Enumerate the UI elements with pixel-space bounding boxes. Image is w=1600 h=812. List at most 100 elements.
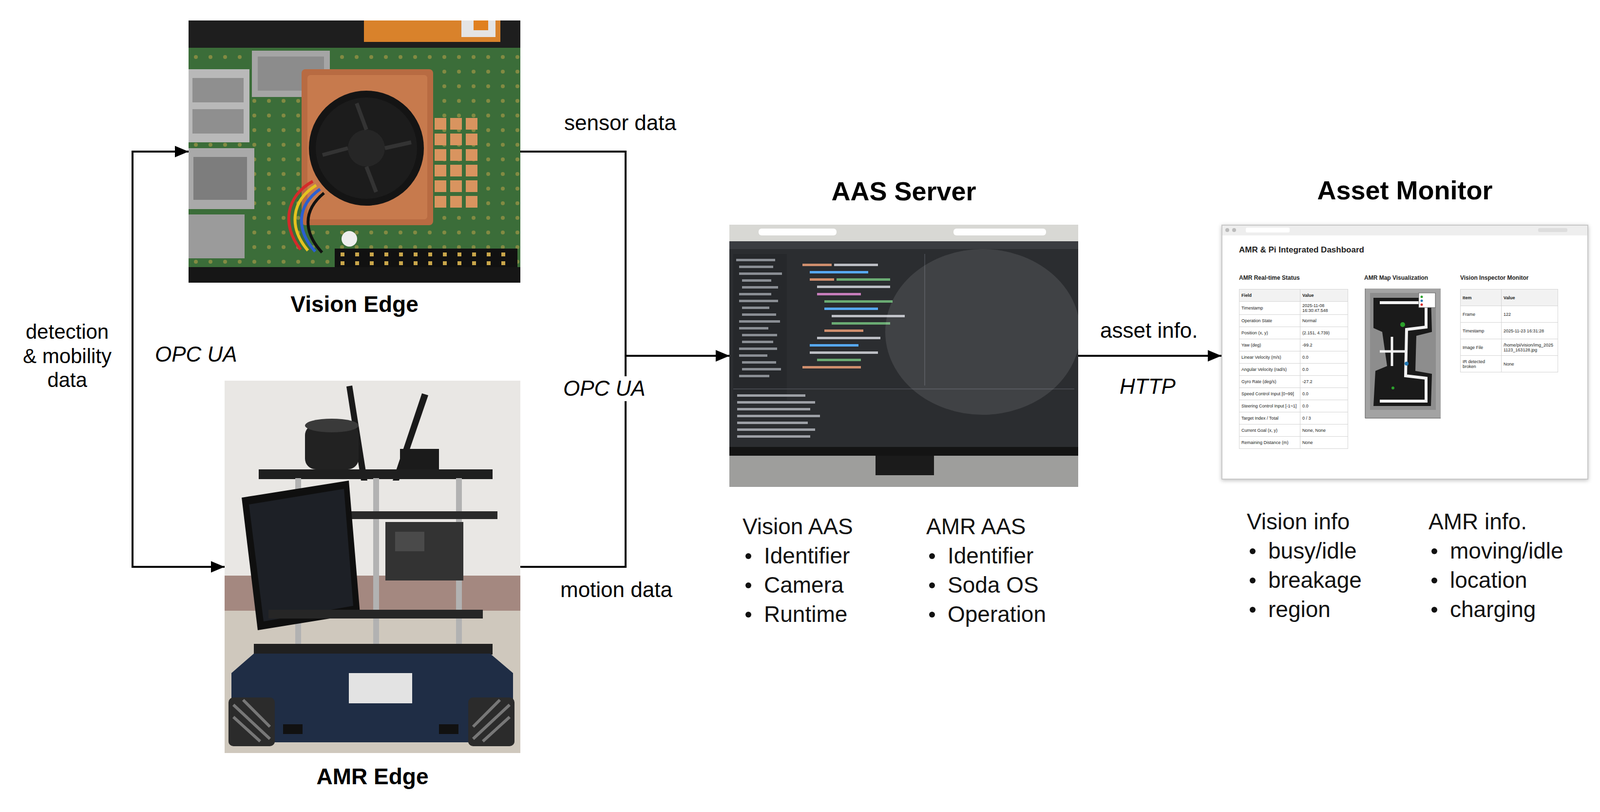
- cell-text: Timestamp: [1462, 328, 1485, 334]
- table-row: Remaining Distance (m) None: [1239, 436, 1349, 449]
- table-row: Current Goal (x, y)None, None: [1239, 424, 1349, 437]
- bullet-dot: [1431, 548, 1438, 554]
- table-cell: Frame: [1460, 305, 1502, 323]
- data-table: Item ValueFrame122Timestamp 2025-11-23 16:…: [1460, 288, 1559, 373]
- table-cell: Timestamp: [1460, 322, 1502, 340]
- cell-text: Value: [1302, 292, 1315, 298]
- table-cell: Value: [1501, 289, 1559, 306]
- list-text: Identifier: [763, 540, 854, 571]
- table-cell: Field: [1239, 289, 1301, 302]
- table-cell: 2025-11-23 16:31:28: [1501, 322, 1559, 340]
- table-cell: None, None: [1300, 424, 1349, 437]
- cell-text: Operation State: [1241, 318, 1273, 324]
- list-text: breakage: [1268, 565, 1362, 595]
- ide-screenshot-photo: [729, 224, 1079, 487]
- list-heading: Vision info: [1246, 506, 1362, 536]
- list-text: Soda OS: [947, 570, 1047, 600]
- table-row: Operation State Normal: [1239, 314, 1349, 327]
- bullet-dot: [1431, 606, 1438, 613]
- edge-label: asset info.: [1100, 317, 1199, 343]
- table-cell: 0.0: [1300, 400, 1349, 413]
- cell-text: Remaining Distance (m): [1241, 439, 1289, 445]
- table-cell: Target Index / Total: [1239, 412, 1301, 425]
- edge-label: sensor data: [564, 110, 677, 136]
- table-cell: Current Goal (x, y): [1239, 424, 1301, 437]
- bullet-dot: [929, 552, 935, 559]
- table-row: Field Value: [1239, 289, 1349, 302]
- list-item: busy/idle: [1246, 535, 1362, 566]
- table-cell: None: [1300, 436, 1349, 449]
- table-row: IR detected brokenNone: [1460, 355, 1559, 373]
- cell-text: None, None: [1302, 427, 1326, 433]
- list-text: Camera: [763, 570, 854, 600]
- server-box: AAS Server: [729, 224, 1079, 487]
- bullet-list: Vision infobusy/idlebreakageregion: [1246, 506, 1362, 624]
- list-text: Runtime: [763, 599, 854, 629]
- table-cell: Yaw (deg): [1239, 339, 1301, 352]
- cell-text: None: [1503, 361, 1515, 367]
- list-item: charging: [1428, 594, 1564, 624]
- dashboard-box: Asset MonitorAMR & Pi Integrated Dashboa…: [1221, 224, 1589, 480]
- protocol-label: OPC UA: [154, 342, 238, 367]
- table-row: Yaw (deg)-99.2: [1239, 339, 1349, 352]
- map-visualization: [1365, 288, 1441, 419]
- table-row: Angular Velocity (rad/s)0.0: [1239, 363, 1349, 376]
- connector: [520, 151, 730, 356]
- list-item: Operation: [926, 599, 1047, 629]
- table-cell: 0.0: [1300, 363, 1349, 376]
- bullet-dot: [745, 611, 752, 618]
- list-item: moving/idle: [1428, 535, 1564, 566]
- cell-text: 122: [1503, 311, 1511, 317]
- table-cell: Angular Velocity (rad/s): [1239, 363, 1301, 376]
- list-text: busy/idle: [1268, 535, 1362, 566]
- table-row: Gyro Rate (deg/s) -27.2: [1239, 375, 1349, 388]
- bullet-list: AMR AASIdentifierSoda OSOperation: [926, 511, 1047, 629]
- cell-text: Linear Velocity (m/s): [1241, 354, 1282, 360]
- cell-text: 2025-11-23 16:31:28: [1503, 328, 1544, 334]
- table-cell: Gyro Rate (deg/s): [1239, 375, 1301, 388]
- list-text: charging: [1449, 594, 1564, 624]
- cell-text: -27.2: [1302, 379, 1313, 384]
- cell-text: Field: [1241, 292, 1252, 298]
- table-cell: Item: [1460, 289, 1502, 306]
- list-text: moving/idle: [1449, 535, 1564, 566]
- table-cell: Timestamp: [1239, 301, 1301, 315]
- table-cell: 122: [1501, 305, 1559, 323]
- table-cell: Linear Velocity (m/s): [1239, 351, 1301, 364]
- data-table: FieldValueTimestamp2025-11-08 16:30:47.5…: [1238, 288, 1349, 449]
- bullet-dot: [929, 611, 935, 618]
- edge-label: motion data: [560, 576, 673, 603]
- table-cell: Operation State: [1239, 314, 1301, 327]
- list-item: Identifier: [926, 540, 1047, 571]
- cell-text: Item: [1462, 295, 1472, 301]
- cell-text: Normal: [1302, 318, 1317, 324]
- cell-text: /home/pi/vision/img_20251123_163128.jpg: [1503, 342, 1556, 353]
- list-text: Identifier: [947, 540, 1047, 571]
- list-item: Runtime: [742, 599, 854, 629]
- protocol-label: OPC UA: [560, 376, 649, 401]
- cell-text: IR detected broken: [1462, 359, 1500, 369]
- table-cell: Image File: [1460, 339, 1502, 356]
- node-heading: Asset Monitor: [1316, 174, 1493, 206]
- board-photo: [188, 20, 521, 283]
- list-heading: AMR AAS: [926, 511, 1047, 541]
- cell-text: Gyro Rate (deg/s): [1241, 379, 1277, 384]
- protocol-label: HTTP: [1119, 374, 1176, 400]
- bullet-list: Vision AASIdentifierCameraRuntime: [742, 511, 854, 629]
- bullet-dot: [1249, 577, 1256, 584]
- table-cell: Value: [1300, 289, 1349, 302]
- table-cell: -27.2: [1300, 375, 1349, 388]
- list-item: location: [1428, 565, 1564, 595]
- table-row: Timestamp 2025-11-23 16:31:28: [1460, 322, 1559, 340]
- cell-text: Target Index / Total: [1241, 415, 1279, 421]
- cell-text: Yaw (deg): [1241, 342, 1261, 348]
- edge-device-box: Vision Edge: [188, 20, 521, 283]
- bullet-dot: [1431, 577, 1438, 584]
- list-text: Operation: [947, 599, 1047, 629]
- cell-text: 0 / 3: [1302, 415, 1312, 421]
- list-text: region: [1268, 594, 1362, 624]
- table-row: Item Value: [1460, 289, 1559, 306]
- cell-text: 0.0: [1302, 366, 1309, 372]
- cell-text: Timestamp: [1241, 305, 1263, 311]
